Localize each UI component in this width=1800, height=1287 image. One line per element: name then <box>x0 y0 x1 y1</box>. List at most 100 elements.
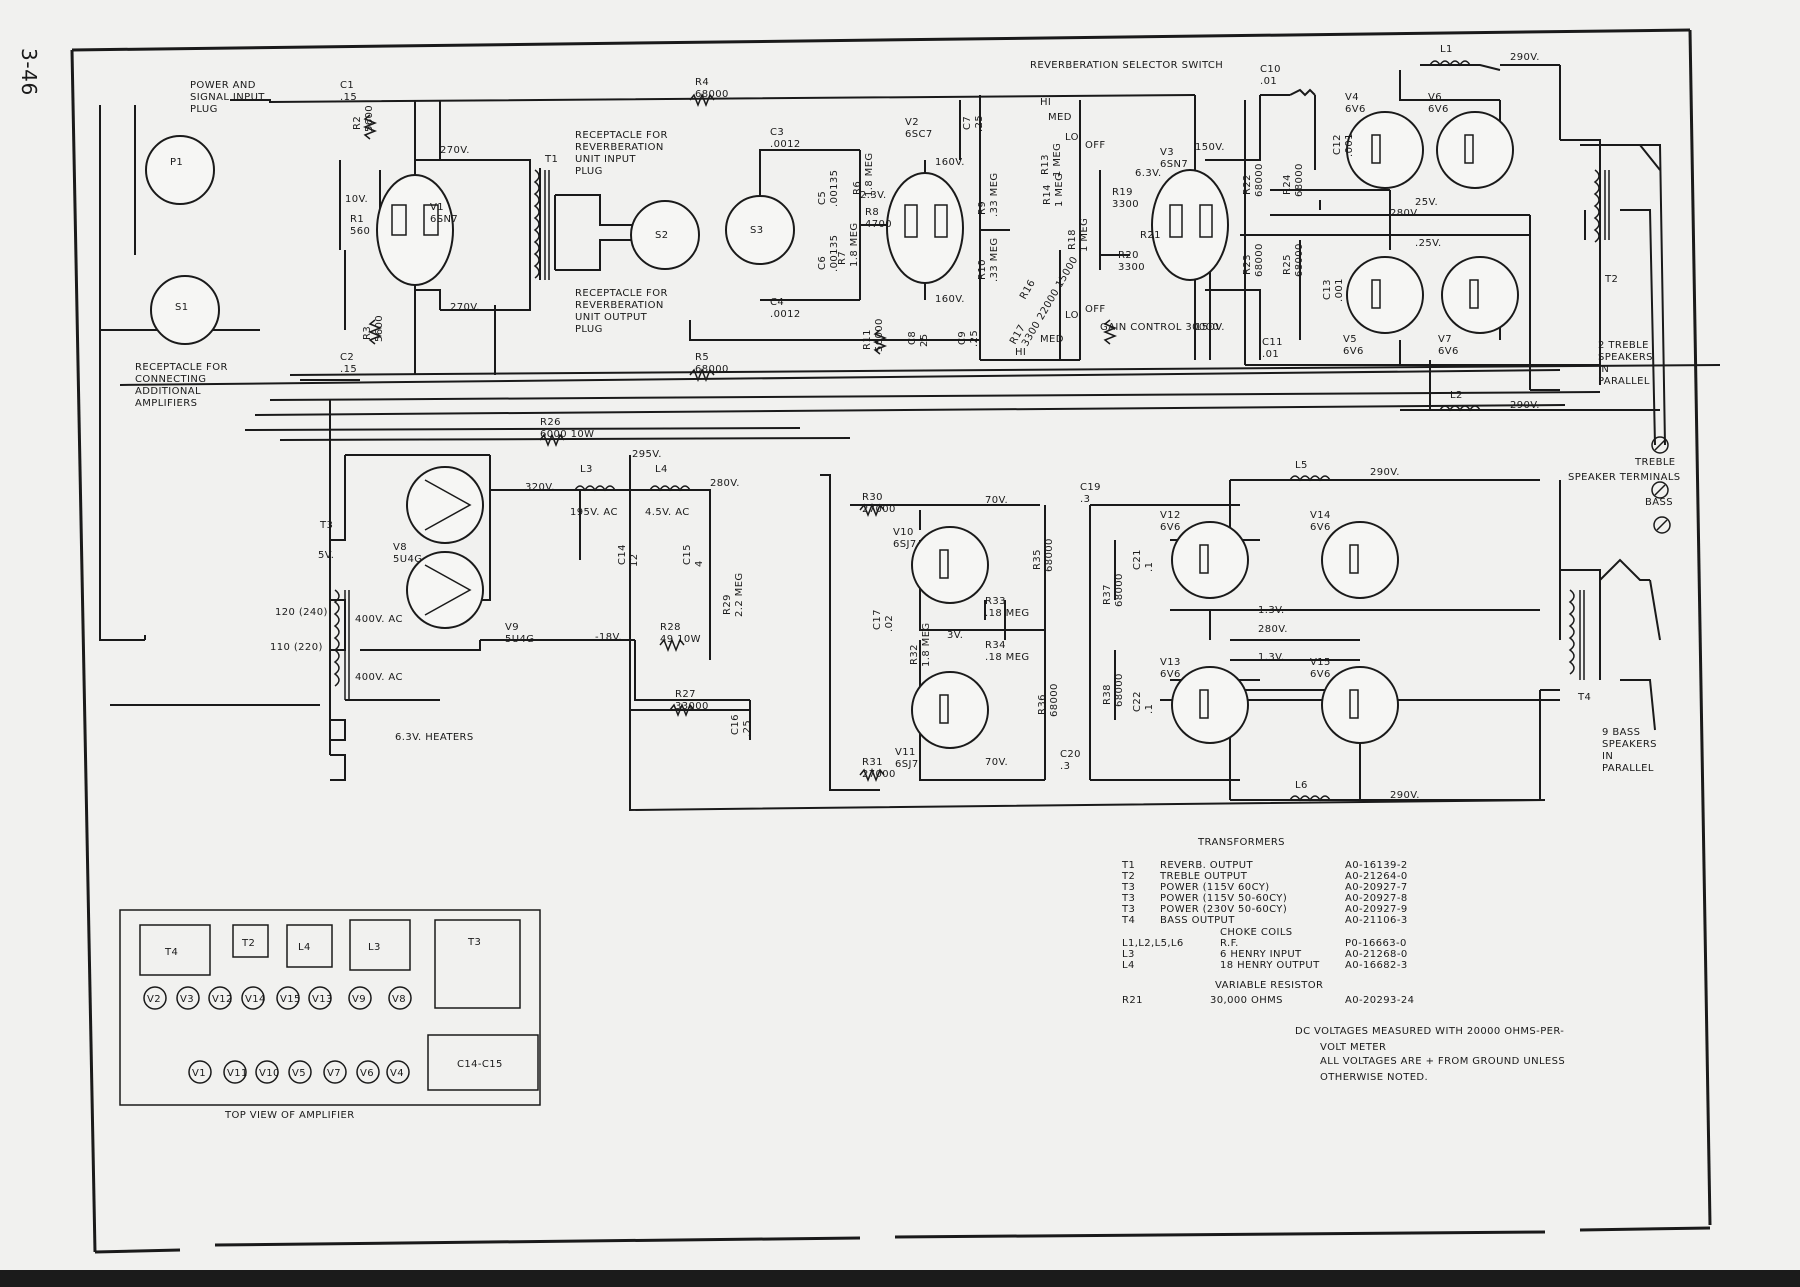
tube-v3 <box>1151 169 1229 281</box>
legend-transformer-part: A0-20927-8 <box>1345 893 1408 904</box>
tubes <box>145 111 1519 749</box>
component-ref-label: C16 <box>730 714 741 735</box>
switch-position-label: HI <box>1040 97 1051 108</box>
component-ref-label: R14 <box>1042 184 1053 205</box>
tube-type-label: 6V6 <box>1160 669 1181 680</box>
tube-id-label: V9 <box>505 622 519 633</box>
legend-transformer-part: A0-21264-0 <box>1345 871 1408 882</box>
top-view-tube-socket <box>223 1060 247 1084</box>
component-value-label: 68000 <box>1254 243 1265 277</box>
voltage-notes: DC VOLTAGES MEASURED WITH 20000 OHMS-PER… <box>1295 1026 1565 1083</box>
component-value-label: 33000 <box>675 701 709 712</box>
legend-transformer-part: A0-20927-9 <box>1345 904 1408 915</box>
legend-transformer-desc: POWER (115V 50-60CY) <box>1160 893 1287 904</box>
voltage-label: 270V. <box>440 145 470 156</box>
tube-id-label: V5 <box>1343 334 1357 345</box>
voltage-label: 295V. <box>632 449 662 460</box>
tube-id-label: V13 <box>1160 657 1181 668</box>
legend-choke-ref: L1,L2,L5,L6 <box>1122 938 1184 949</box>
tube-v6 <box>1436 111 1514 189</box>
top-view-tube-label: V9 <box>352 994 366 1005</box>
component-value-label: 1.8 MEG <box>864 152 875 197</box>
component-ref-label: C12 <box>1332 134 1343 155</box>
voltage-label: 120 (240) <box>275 607 328 618</box>
component-ref-label: C8 <box>907 331 918 345</box>
heaters-label: 6.3V. HEATERS <box>395 732 474 743</box>
tube-v5 <box>1346 256 1424 334</box>
component-ref-label: R23 <box>1242 254 1253 275</box>
legend-transformer-part: A0-20927-7 <box>1345 882 1408 893</box>
voltage-label: 10V. <box>345 194 368 205</box>
top-view-title: TOP VIEW OF AMPLIFIER <box>224 1110 355 1121</box>
component-value-label: .02 <box>884 615 895 632</box>
legend-resistor-part: A0-20293-24 <box>1345 995 1414 1006</box>
component-value-label: 68000 <box>695 89 729 100</box>
s2-label: S2 <box>655 230 669 241</box>
p1-label: P1 <box>170 157 183 168</box>
component-ref-label: C15 <box>682 544 693 565</box>
top-view-tube-socket <box>288 1060 312 1084</box>
choke-value-label: 290V. <box>1370 467 1400 478</box>
tube-type-label: 6SJ7 <box>893 539 917 550</box>
component-ref-label: C7 <box>962 116 973 130</box>
voltage-label: 1.3V. <box>1258 605 1285 616</box>
component-ref-label: C1 <box>340 80 354 91</box>
transformer-t3 <box>333 589 340 687</box>
tube-v12 <box>1171 521 1249 599</box>
choke-value-label: 290V. <box>1510 52 1540 63</box>
switch-position-label: LO <box>1065 310 1079 321</box>
component-ref-label: R2 <box>352 116 363 130</box>
component-ref-label: C3 <box>770 127 784 138</box>
resistor-symbols <box>362 92 1118 783</box>
tube-v9 <box>406 551 484 629</box>
tube-v14 <box>1321 521 1399 599</box>
component-value-label: 27000 <box>862 504 896 515</box>
legend-transformer-part: A0-21106-3 <box>1345 915 1408 926</box>
component-ref-label: R11 <box>862 329 873 350</box>
voltage-note-line: OTHERWISE NOTED. <box>1320 1072 1428 1083</box>
component-ref-label: R31 <box>862 757 883 768</box>
top-view-block-label: T4 <box>164 947 178 958</box>
component-ref-label: R18 <box>1067 229 1078 250</box>
component-value-label: 49 10W <box>660 634 701 645</box>
voltage-label: 280V. <box>1258 624 1288 635</box>
top-view-tube-socket <box>388 986 412 1010</box>
component-value-label: .25 <box>969 330 980 347</box>
plug-s1 <box>150 275 220 345</box>
voltage-label: 5V. <box>318 550 334 561</box>
component-ref-label: R10 <box>977 259 988 280</box>
legend-transformer-ref: T1 <box>1121 860 1135 871</box>
component-ref-label: R35 <box>1032 549 1043 570</box>
reverb-switch-label: REVERBERATION SELECTOR SWITCH <box>1030 60 1223 71</box>
top-view-tube-label: V12 <box>212 994 233 1005</box>
component-ref-label: C17 <box>872 609 883 630</box>
component-value-label: 68000 <box>1294 243 1305 277</box>
component-value-label: 6000 10W <box>540 429 594 440</box>
component-ref-label: R32 <box>909 644 920 665</box>
tube-v11 <box>911 671 989 749</box>
tube-type-label: 6V6 <box>1343 346 1364 357</box>
component-value-label: .0012 <box>770 139 801 150</box>
transformer-t1 <box>533 169 540 279</box>
component-value-label: 68000 <box>1049 683 1060 717</box>
component-ref-label: R19 <box>1112 187 1133 198</box>
top-view-box <box>119 909 541 1106</box>
s1-label: S1 <box>175 302 189 313</box>
labels: P1 S1 S2 S3 REVERBERATION SELECTOR SWITC… <box>170 60 1680 743</box>
voltage-label: 400V. AC <box>355 672 403 683</box>
tube-type-label: 6V6 <box>1345 104 1366 115</box>
top-view-block-t2 <box>232 924 269 958</box>
component-value-label: 3300 <box>1112 199 1139 210</box>
top-view-tube-label: V3 <box>180 994 194 1005</box>
component-ref-label: R25 <box>1282 254 1293 275</box>
voltage-note-line: VOLT METER <box>1320 1042 1386 1053</box>
tube-type-label: 5U4G <box>393 554 422 565</box>
legend-choke-part: A0-21268-0 <box>1345 949 1408 960</box>
voltage-labels: 270V.10V.270V.2.3V.160V.160V.150V.150V.6… <box>270 142 1441 768</box>
choke-ref-label: L6 <box>1295 780 1308 791</box>
component-value-label: 12 <box>629 553 640 567</box>
tube-id-label: V2 <box>905 117 919 128</box>
